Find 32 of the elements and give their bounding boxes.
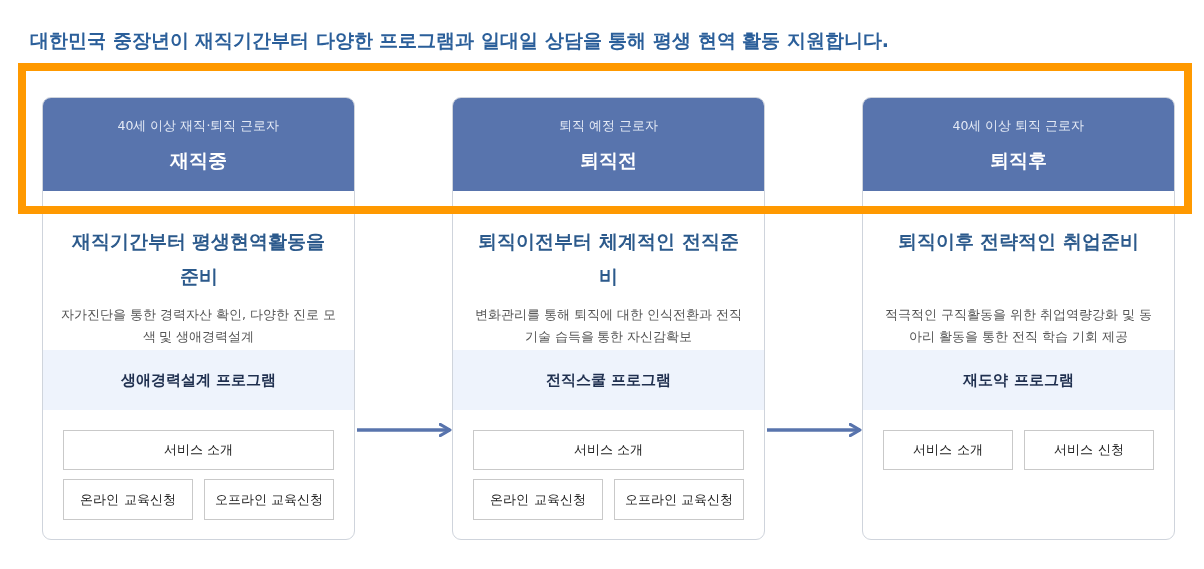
card-header xyxy=(863,98,1174,191)
stage-title: 퇴직후 xyxy=(989,148,1048,173)
stage-card xyxy=(452,97,765,540)
link-button: 오프라인 교육신청 xyxy=(204,479,334,520)
target-label: 40세 이상 재직·퇴직 근로자 xyxy=(116,118,281,135)
program-band: 생애경력설계 프로그램 xyxy=(43,350,354,410)
card-description: 자가진단을 통한 경력자산 확인, 다양한 진로 모색 및 생애경력설계 xyxy=(61,306,336,346)
target-label: 퇴직 예정 근로자 xyxy=(558,118,659,135)
stage-title: 퇴직전 xyxy=(579,148,638,173)
card-header xyxy=(453,98,764,191)
link-button: 서비스 소개 xyxy=(883,430,1013,470)
link-button: 서비스 소개 xyxy=(63,430,334,470)
stage-card xyxy=(862,97,1175,540)
program-band: 재도약 프로그램 xyxy=(863,350,1174,410)
arrow xyxy=(767,422,862,438)
card-heading: 재직기간부터 평생현역활동을 준비 xyxy=(70,229,327,289)
stage-title: 재직중 xyxy=(169,148,228,173)
link-button: 온라인 교육신청 xyxy=(473,479,603,520)
card-header xyxy=(43,98,354,191)
link-button: 오프라인 교육신청 xyxy=(614,479,744,520)
arrow xyxy=(357,422,452,438)
link-button: 서비스 신청 xyxy=(1024,430,1154,470)
card-description: 적극적인 구직활동을 위한 취업역량강화 및 동아리 활동을 통한 전직 학습 기회 제공 xyxy=(884,306,1153,346)
card-heading: 퇴직이전부터 체계적인 전직준비 xyxy=(477,229,740,289)
link-button: 서비스 소개 xyxy=(473,430,744,470)
card-description: 변화관리를 통해 퇴직에 대한 인식전환과 전직기술 습득을 통한 자신감확보 xyxy=(474,306,743,346)
stage-card xyxy=(42,97,355,540)
link-button: 온라인 교육신청 xyxy=(63,479,193,520)
page-title: 대한민국 중장년이 재직기간부터 다양한 프로그램과 일대일 상담을 통해 평생 현역 활동 지원합니다. xyxy=(30,28,889,53)
target-label: 40세 이상 퇴직 근로자 xyxy=(951,118,1086,135)
program-band: 전직스쿨 프로그램 xyxy=(453,350,764,410)
card-heading: 퇴직이후 전략적인 취업준비 xyxy=(896,229,1141,254)
